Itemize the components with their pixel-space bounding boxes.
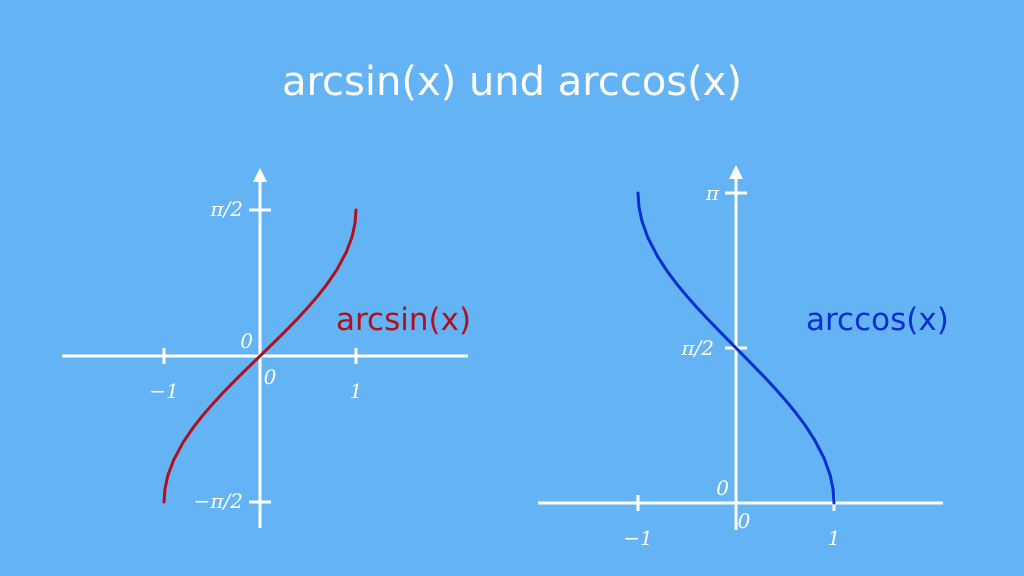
arcsin-curve xyxy=(162,208,358,504)
arccos-x-tick-label: −1 xyxy=(623,526,652,550)
arcsin-x-tick-label: −1 xyxy=(149,379,178,403)
arccos-y-axis-arrow xyxy=(729,165,743,179)
arcsin-y-tick-label: π/2 xyxy=(209,197,243,221)
arccos-curve xyxy=(636,191,836,505)
arccos-x-tick-label: 1 xyxy=(828,526,841,550)
arcsin-y-axis-arrow xyxy=(253,168,267,182)
arcsin-y-tick-label: 0 xyxy=(240,329,253,353)
arcsin-y-tick-label: −π/2 xyxy=(194,489,243,513)
arcsin-x-tick-label: 0 xyxy=(264,365,277,389)
arccos-chart: arccos(x) −1 0 1 π π/2 0 xyxy=(538,165,949,550)
arcsin-series-label: arcsin(x) xyxy=(336,302,471,338)
arccos-y-tick-label: π xyxy=(705,181,720,205)
arcsin-x-tick-label: 1 xyxy=(350,379,363,403)
arccos-x-tick-label: 0 xyxy=(738,509,751,533)
arccos-y-tick-label: 0 xyxy=(716,476,729,500)
page-title: arcsin(x) und arccos(x) xyxy=(282,59,742,105)
arcsin-chart: arcsin(x) −1 0 1 π/2 0 −π/2 xyxy=(62,168,471,528)
arccos-y-tick-label: π/2 xyxy=(680,336,714,360)
arccos-series-label: arccos(x) xyxy=(806,302,949,338)
